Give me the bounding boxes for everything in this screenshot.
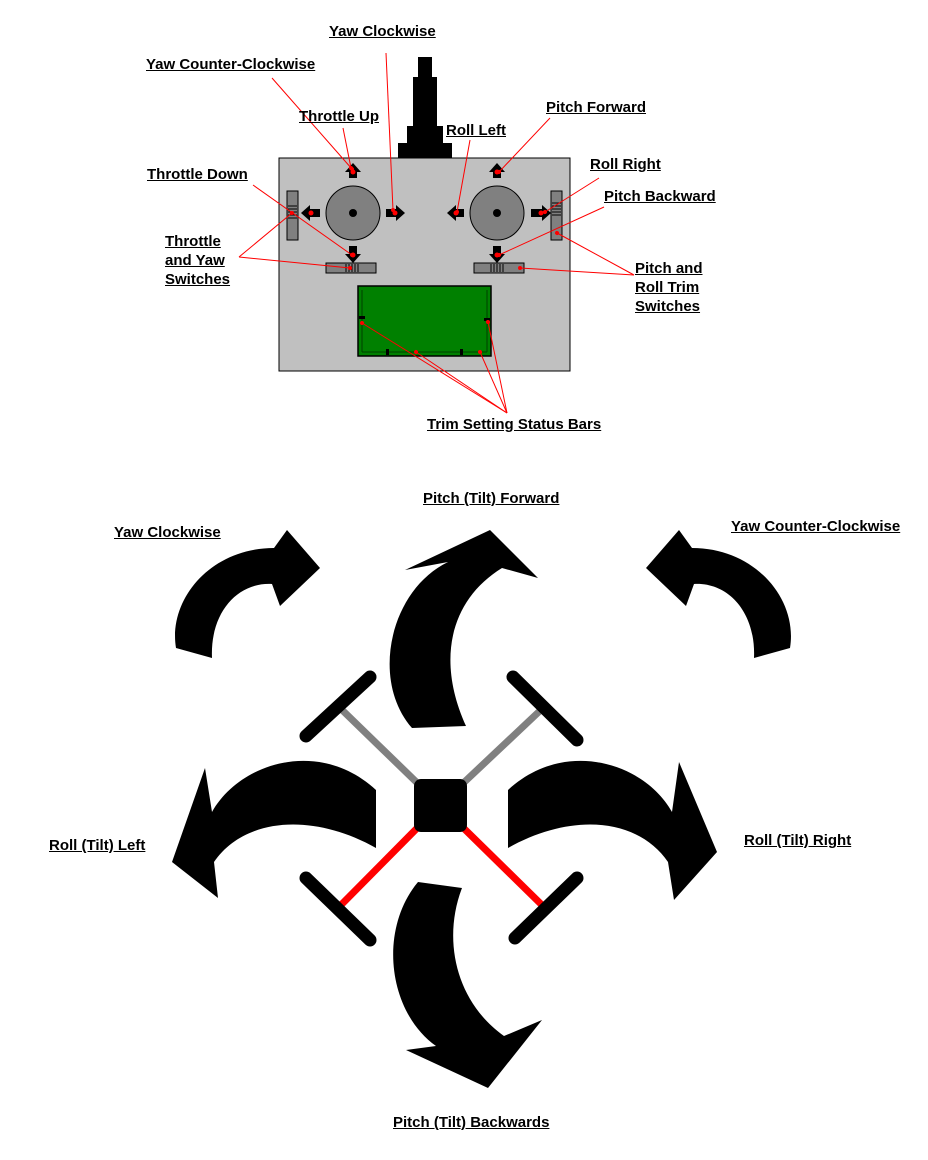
left-stick-left-arrow-icon <box>301 205 320 221</box>
label-throttle-up: Throttle Up <box>299 108 379 125</box>
label-roll-left: Roll Left <box>446 122 506 139</box>
rotor-back-left <box>299 871 377 947</box>
left-stick[interactable] <box>325 185 381 241</box>
roll-right-arrow-icon <box>508 760 717 900</box>
yaw-clockwise-arrow-icon <box>175 530 320 658</box>
label-roll-right: Roll Right <box>590 156 661 173</box>
label-pitch-tilt-backwards: Pitch (Tilt) Backwards <box>393 1114 550 1131</box>
roll-left-arrow-icon <box>172 760 376 898</box>
label-throttle-yaw-switches: Throttle and Yaw Switches <box>165 233 231 288</box>
antenna <box>398 57 452 159</box>
label-roll-tilt-right: Roll (Tilt) Right <box>744 832 852 849</box>
label-yaw-clockwise: Yaw Clockwise <box>329 23 436 40</box>
label-yaw-counter-clockwise: Yaw Counter-Clockwise <box>146 56 316 73</box>
pitch-trim-switch[interactable] <box>550 190 563 241</box>
yaw-counter-clockwise-arrow-icon <box>646 530 791 658</box>
quadcopter-body <box>414 779 467 832</box>
label-pitch-forward: Pitch Forward <box>546 99 647 116</box>
rotor-front-right <box>506 670 584 747</box>
yaw-trim-switch[interactable] <box>325 262 377 274</box>
label-throttle-down: Throttle Down <box>147 166 248 183</box>
leader-lines <box>238 52 635 414</box>
rotor-front-left <box>299 670 377 743</box>
right-stick[interactable] <box>469 185 525 241</box>
pitch-forward-arrow-icon <box>389 530 538 728</box>
label-quad-yaw-counter-clockwise: Yaw Counter-Clockwise <box>731 518 901 535</box>
roll-trim-switch[interactable] <box>473 262 525 274</box>
label-roll-tilt-left: Roll (Tilt) Left <box>49 837 146 854</box>
label-pitch-roll-trim-switches: Pitch and Roll Trim Switches <box>635 260 703 315</box>
label-quad-yaw-clockwise: Yaw Clockwise <box>114 524 221 541</box>
pitch-backwards-arrow-icon <box>393 882 542 1088</box>
quadcopter-rotors <box>299 670 584 947</box>
label-pitch-backward: Pitch Backward <box>604 188 716 205</box>
label-pitch-tilt-forward: Pitch (Tilt) Forward <box>423 490 560 507</box>
rotor-back-right <box>508 871 584 945</box>
label-trim-status-bars: Trim Setting Status Bars <box>427 416 602 433</box>
trim-status-screen <box>357 285 492 357</box>
